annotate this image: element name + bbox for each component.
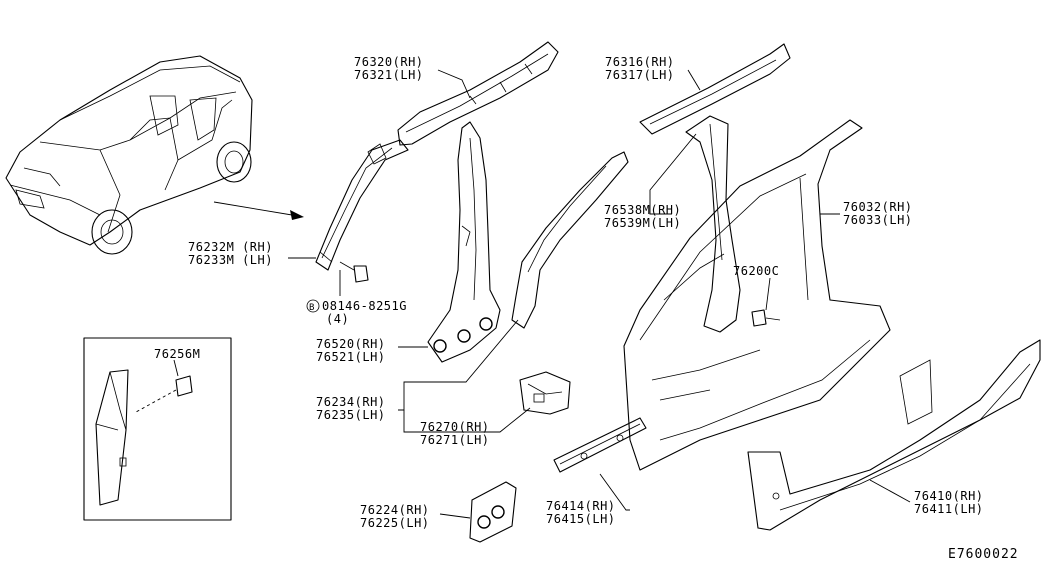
label-76033: 76033(LH): [843, 213, 913, 227]
lower-reinforcement-76224: [469, 481, 517, 543]
bolt-clip: [339, 261, 369, 283]
label-bolt-qty: (4): [326, 312, 349, 326]
label-76225: 76225(LH): [360, 516, 430, 530]
bracket-76270: [519, 371, 571, 415]
label-76224: 76224(RH): [360, 503, 430, 517]
roof-rail-76320: [397, 41, 559, 146]
label-76539m: 76539M(LH): [604, 216, 681, 230]
label-76538m: 76538M(RH): [604, 203, 681, 217]
center-pillar-inner-76520: [427, 121, 501, 363]
label-76321: 76321(LH): [354, 68, 424, 82]
label-76235: 76235(LH): [316, 408, 386, 422]
label-76410: 76410(RH): [914, 489, 984, 503]
label-76316: 76316(RH): [605, 55, 675, 69]
label-76320: 76320(RH): [354, 55, 424, 69]
label-76270: 76270(RH): [420, 420, 490, 434]
clip-76200c: [751, 309, 781, 327]
bolt-marker-circle: [306, 299, 320, 313]
a-pillar-76232m: [315, 139, 409, 271]
bolt-marker: B: [309, 303, 315, 313]
label-76200c: 76200C: [733, 264, 779, 278]
inset-detail: [83, 337, 232, 521]
vehicle-illustration: [5, 55, 253, 255]
label-76411: 76411(LH): [914, 502, 984, 516]
center-pillar-reinforcement-76234: [511, 151, 629, 329]
label-76256m: 76256M: [154, 347, 200, 361]
label-76032: 76032(RH): [843, 200, 913, 214]
label-76233m: 76233M (LH): [188, 253, 273, 267]
label-76317: 76317(LH): [605, 68, 675, 82]
center-pillar-outer-76538m: [685, 115, 741, 333]
label-bolt-part: 08146-8251G: [322, 299, 407, 313]
body-side-outer-76032: [623, 119, 891, 471]
label-76521: 76521(LH): [316, 350, 386, 364]
roof-rail-76316: [639, 43, 791, 135]
label-76232m: 76232M (RH): [188, 240, 273, 254]
leader-lines: [173, 69, 911, 519]
sill-76414: [553, 417, 647, 473]
label-76415: 76415(LH): [546, 512, 616, 526]
direction-arrow: [213, 201, 304, 220]
label-76234: 76234(RH): [316, 395, 386, 409]
diagram-code: E7600022: [948, 547, 1019, 562]
label-76520: 76520(RH): [316, 337, 386, 351]
label-76271: 76271(LH): [420, 433, 490, 447]
label-76414: 76414(RH): [546, 499, 616, 513]
part-labels: 76320(RH) 76321(LH) 76316(RH) 76317(LH) …: [154, 55, 1019, 562]
sill-outer-76410: [747, 339, 1041, 531]
